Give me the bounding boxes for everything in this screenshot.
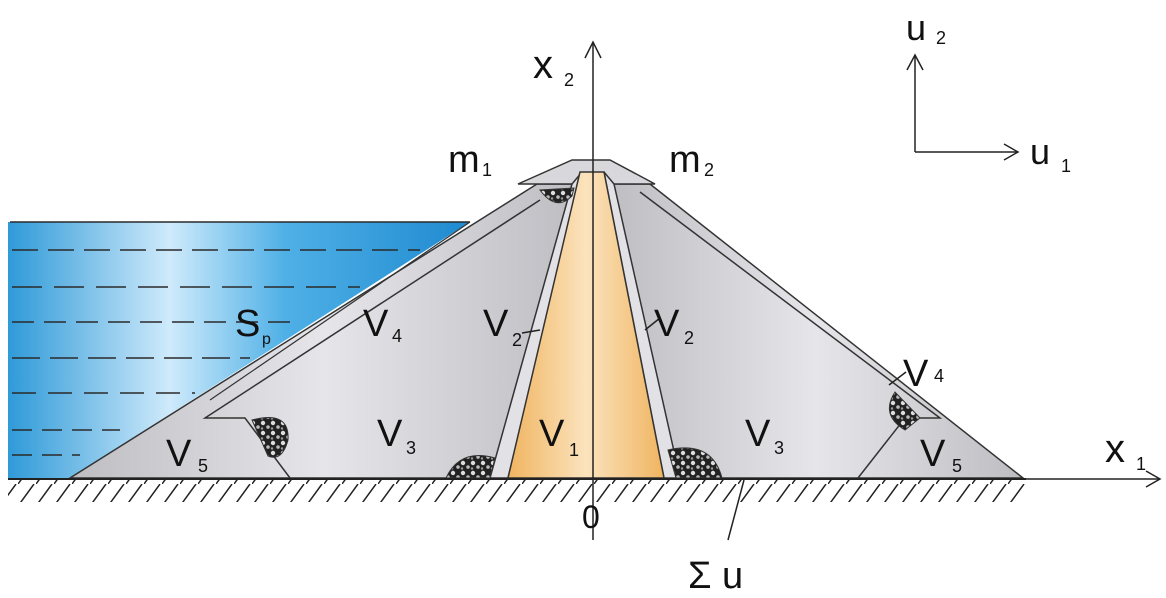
label-u1: u 1 xyxy=(1030,131,1071,176)
svg-text:4: 4 xyxy=(392,326,402,346)
ground-hatch xyxy=(8,480,1026,502)
svg-text:2: 2 xyxy=(936,28,946,48)
svg-text:2: 2 xyxy=(564,70,574,90)
x2-axis xyxy=(584,40,602,540)
water-surface-dashes xyxy=(10,221,470,456)
svg-text:V: V xyxy=(539,413,565,455)
x1-axis xyxy=(1026,470,1162,488)
svg-text:u: u xyxy=(906,7,926,48)
svg-text:4: 4 xyxy=(934,366,944,386)
svg-text:5: 5 xyxy=(952,456,962,476)
svg-text:3: 3 xyxy=(774,438,784,458)
svg-text:V: V xyxy=(903,353,929,395)
gravel-drain-left-toe xyxy=(445,455,496,479)
label-v4-right: V 4 xyxy=(903,353,944,395)
svg-text:x: x xyxy=(533,43,553,87)
gravel-drain-downstream xyxy=(888,391,921,431)
label-sigma-u: Σ u xyxy=(688,555,743,597)
gravel-drain-right-toe xyxy=(667,447,723,479)
label-x2: x 2 xyxy=(533,43,574,90)
label-origin: 0 xyxy=(582,499,600,535)
svg-text:V: V xyxy=(377,413,403,455)
label-v3-left: V 3 xyxy=(377,413,416,458)
svg-text:3: 3 xyxy=(406,438,416,458)
svg-text:2: 2 xyxy=(704,160,714,180)
label-v3-right: V 3 xyxy=(745,413,784,458)
label-u2: u 2 xyxy=(906,7,946,48)
svg-text:u: u xyxy=(1030,131,1050,172)
svg-text:2: 2 xyxy=(512,330,522,350)
svg-text:1: 1 xyxy=(1136,454,1146,474)
svg-text:2: 2 xyxy=(684,328,694,348)
label-v4-left: V 4 xyxy=(363,303,402,346)
label-v2-left: V 2 xyxy=(483,303,522,350)
svg-text:V: V xyxy=(363,303,389,345)
svg-text:V: V xyxy=(654,303,680,345)
svg-text:1: 1 xyxy=(569,440,579,460)
svg-text:V: V xyxy=(483,303,509,345)
svg-text:V: V xyxy=(166,433,192,475)
svg-text:m: m xyxy=(669,139,701,181)
label-v5-right: V 5 xyxy=(920,433,962,476)
svg-text:S: S xyxy=(235,303,260,345)
svg-text:5: 5 xyxy=(198,456,208,476)
label-v1: V 1 xyxy=(539,413,579,460)
svg-text:V: V xyxy=(745,413,771,455)
svg-text:m: m xyxy=(448,139,480,181)
downstream-layer-boundary xyxy=(639,191,943,479)
label-x1: x 1 xyxy=(1105,427,1146,474)
svg-text:x: x xyxy=(1105,427,1125,471)
gravel-drain-upstream xyxy=(251,417,289,458)
reservoir-water xyxy=(8,222,470,478)
svg-text:1: 1 xyxy=(1061,156,1071,176)
svg-text:p: p xyxy=(262,331,271,348)
label-v5-left: V 5 xyxy=(166,433,208,476)
svg-text:1: 1 xyxy=(482,160,492,180)
u-coordinate-axes xyxy=(906,53,1020,161)
svg-text:V: V xyxy=(920,433,946,475)
label-m2: m 2 xyxy=(669,139,714,181)
gravel-drain-crest xyxy=(539,187,575,204)
upstream-slope-line xyxy=(209,221,471,401)
label-v2-right: V 2 xyxy=(654,303,694,348)
label-sp: S p xyxy=(235,303,271,348)
sigma-u-leader xyxy=(727,479,745,541)
label-m1: m 1 xyxy=(448,139,492,181)
